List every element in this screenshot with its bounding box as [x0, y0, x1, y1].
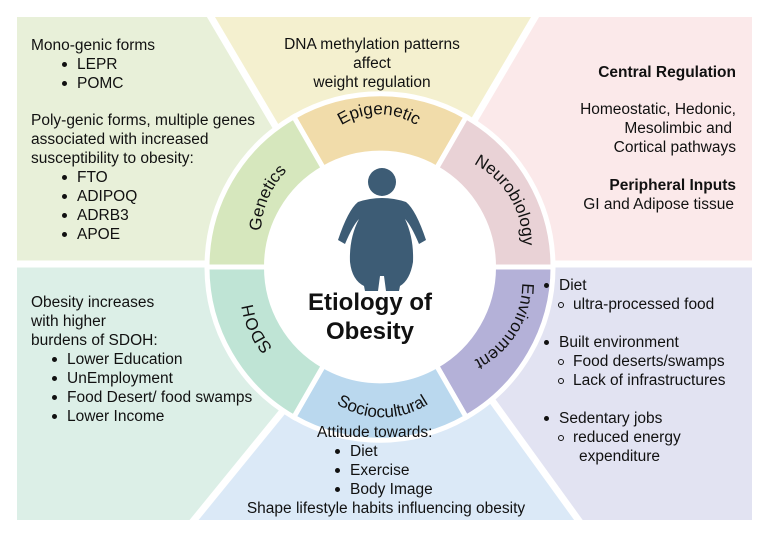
list-item: ADRB3: [31, 206, 281, 225]
sociocultural-intro: Attitude towards:: [317, 424, 433, 441]
list-item: Exercise: [190, 461, 582, 480]
list-item: Diet: [190, 442, 582, 461]
list-item: FTO: [31, 168, 281, 187]
central-regulation-line2: Mesolimbic and: [624, 120, 732, 137]
list-item: UnEmployment: [31, 369, 291, 388]
central-regulation-line1: Homeostatic, Hedonic,: [580, 101, 736, 118]
epigenetic-text-line1: DNA methylation patterns: [284, 36, 460, 53]
sdoh-intro-line1: Obesity increases: [31, 294, 155, 311]
list-item: Lack of infrastructures: [539, 371, 751, 390]
polygenic-title: Poly-genic forms, multiple genes associa…: [31, 112, 255, 167]
list-item: Sedentary jobs: [539, 409, 751, 428]
peripheral-inputs-heading: Peripheral Inputs: [609, 177, 736, 194]
central-regulation-line3: Cortical pathways: [613, 139, 736, 156]
central-regulation-heading: Central Regulation: [598, 64, 736, 81]
list-item: LEPR: [31, 55, 281, 74]
polygenic-list: FTO ADIPOQ ADRB3 APOE: [31, 168, 281, 244]
sdoh-panel: Obesity increases with higher burdens of…: [31, 293, 291, 426]
list-item: POMC: [31, 74, 281, 93]
list-item: APOE: [31, 225, 281, 244]
list-item: ultra-processed food: [539, 295, 751, 314]
peripheral-inputs-text: GI and Adipose tissue: [583, 196, 734, 213]
list-item: Diet: [539, 276, 751, 295]
sociocultural-list: Diet Exercise Body Image: [190, 442, 582, 499]
epigenetic-panel: DNA methylation patterns affect weight r…: [272, 35, 472, 92]
sociocultural-panel: Attitude towards: Diet Exercise Body Ima…: [190, 423, 582, 518]
list-item: Food Desert/ food swamps: [31, 388, 291, 407]
list-item: Lower Income: [31, 407, 291, 426]
center-title-line2: Obesity: [325, 318, 415, 345]
sdoh-intro-line3: burdens of SDOH:: [31, 332, 158, 349]
sdoh-list: Lower Education UnEmployment Food Desert…: [31, 350, 291, 426]
list-item: Body Image: [190, 480, 582, 499]
monogenic-list: LEPR POMC: [31, 55, 281, 93]
genetics-ring-segment: [204, 113, 327, 270]
list-item: Built environment: [539, 333, 751, 352]
list-item: Lower Education: [31, 350, 291, 369]
list-item: Food deserts/swamps: [539, 352, 751, 371]
list-item: reduced energy: [539, 428, 751, 447]
sociocultural-footer: Shape lifestyle habits influencing obesi…: [246, 500, 526, 517]
center-title: Etiology of Obesity: [295, 288, 445, 346]
epigenetic-text-line3: weight regulation: [313, 74, 431, 91]
person-icon: [338, 168, 426, 291]
list-item: expenditure: [579, 448, 661, 465]
environment-list: Diet ultra-processed food Built environm…: [539, 276, 751, 466]
list-item: ADIPOQ: [31, 187, 281, 206]
sdoh-intro-line2: with higher: [31, 313, 106, 330]
environment-panel: Diet ultra-processed food Built environm…: [539, 276, 751, 466]
genetics-panel: Mono-genic forms LEPR POMC Poly-genic fo…: [31, 36, 281, 244]
epigenetic-text-line2: affect: [353, 55, 391, 72]
center-title-line1: Etiology of: [308, 289, 432, 316]
neurobiology-panel: Central Regulation Homeostatic, Hedonic,…: [520, 63, 736, 214]
monogenic-title: Mono-genic forms: [31, 37, 156, 54]
